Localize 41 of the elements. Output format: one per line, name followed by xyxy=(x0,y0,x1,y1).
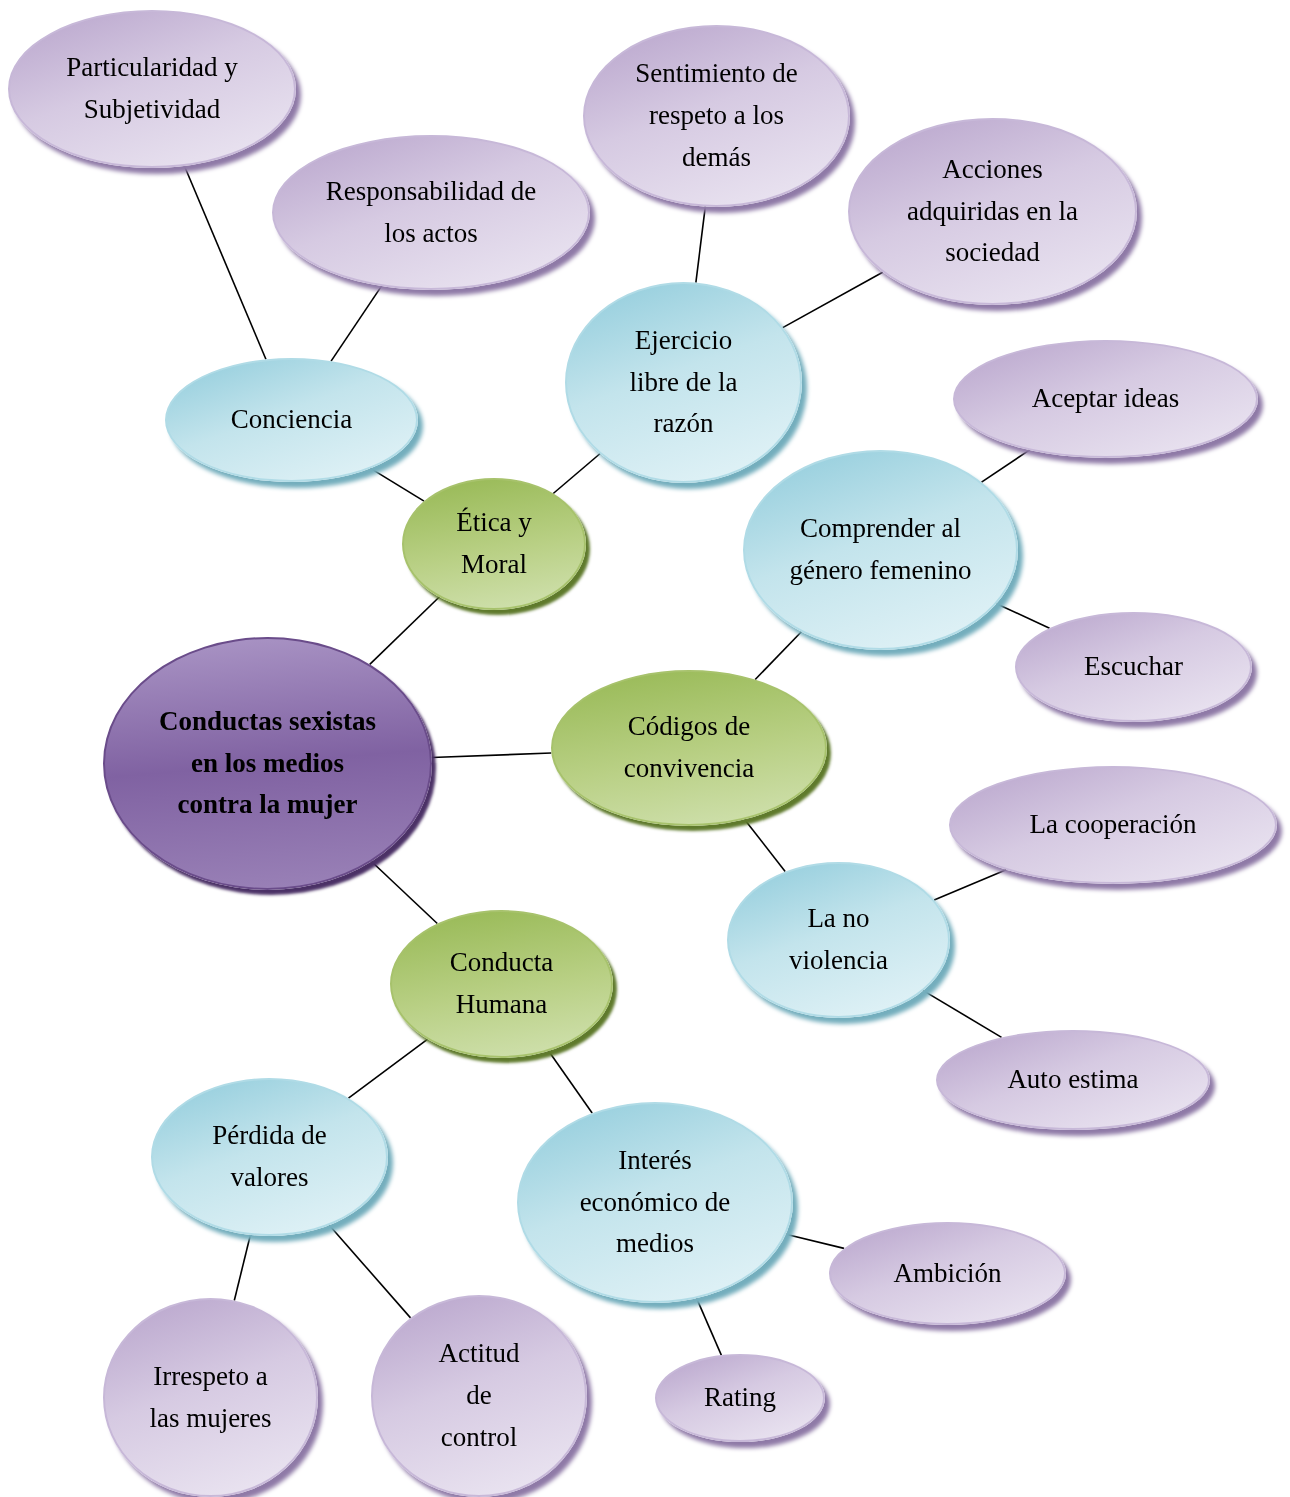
connector-line xyxy=(695,205,707,284)
connector-line xyxy=(328,1224,412,1319)
connector-line xyxy=(183,165,267,361)
node-label: La cooperación xyxy=(1028,808,1198,842)
connector-line xyxy=(233,1234,252,1302)
node-label: Conductas sexistas en los medios contra la mujer xyxy=(158,704,377,822)
connector-line xyxy=(347,1038,429,1099)
node-label: Conciencia xyxy=(229,403,354,437)
node-label: Particularidad y Subjetividad xyxy=(65,51,239,126)
node-label: Ejercicio libre de la razón xyxy=(628,323,739,441)
connector-line xyxy=(695,1297,723,1356)
node-label: Códigos de convivencia xyxy=(622,710,756,785)
node-label: Aceptar ideas xyxy=(1030,382,1181,416)
connector-line xyxy=(368,596,441,666)
connector-line xyxy=(547,1050,593,1114)
connector-line xyxy=(431,752,553,759)
node-label: Sentimiento de respeto a los demás xyxy=(634,57,799,174)
node-label: Actitud de control xyxy=(437,1337,521,1454)
connector-line xyxy=(785,1233,845,1250)
node-label: Irrespeto a las mujeres xyxy=(148,1359,273,1435)
node-label: Escuchar xyxy=(1083,650,1184,684)
connector-line xyxy=(369,467,425,502)
node-label: Ambición xyxy=(892,1256,1003,1290)
node-label: Comprender al género femenino xyxy=(788,512,973,587)
connector-line xyxy=(754,631,803,681)
node-label: Responsabilidad de los actos xyxy=(324,174,538,250)
connector-line xyxy=(922,989,1003,1039)
connector-line xyxy=(743,818,786,873)
node-label: La no violencia xyxy=(788,902,889,977)
node-label: Ética y Moral xyxy=(455,506,533,581)
connector-line xyxy=(370,860,439,925)
connector-line xyxy=(933,868,1007,901)
connector-line xyxy=(552,452,601,495)
node-label: Rating xyxy=(703,1381,777,1415)
connector-line xyxy=(995,602,1051,629)
node-label: Conducta Humana xyxy=(448,946,555,1021)
node-label: Interés económico de medios xyxy=(578,1143,732,1261)
node-label: Auto estima xyxy=(1006,1063,1140,1097)
node-label: Pérdida de valores xyxy=(211,1119,328,1194)
node-label: Acciones adquiridas en la sociedad xyxy=(906,152,1079,270)
connector-line xyxy=(980,449,1031,483)
